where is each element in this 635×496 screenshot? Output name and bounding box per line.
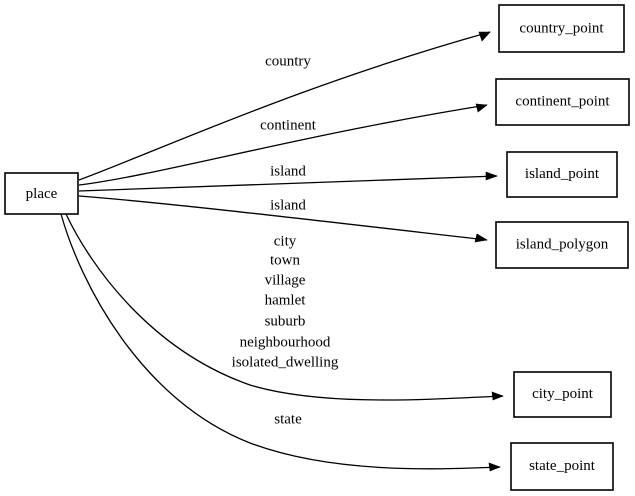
- node-country_point[interactable]: country_point: [498, 4, 625, 53]
- edge-place-continent_point[interactable]: continent: [78, 103, 488, 186]
- edge-label-state: state: [274, 411, 302, 427]
- node-place[interactable]: place: [4, 172, 79, 215]
- arrowhead-country-icon: [478, 31, 491, 42]
- arrowhead-city-icon: [491, 391, 504, 401]
- edge-label-city-line-4: suburb: [265, 313, 306, 329]
- edge-label-city-line-5: neighbourhood: [240, 334, 331, 350]
- edge-path-city: [65, 213, 504, 401]
- node-country_point-label: country_point: [519, 20, 604, 36]
- node-city_point-label: city_point: [532, 386, 594, 402]
- edge-label-continent: continent: [260, 117, 317, 133]
- node-island_point[interactable]: island_point: [506, 151, 618, 198]
- arrowhead-continent-icon: [475, 103, 488, 113]
- node-city_point-box: [513, 371, 612, 418]
- edge-label-city-line-6: isolated_dwelling: [232, 354, 339, 370]
- edge-place-country_point[interactable]: country: [78, 31, 491, 181]
- edge-path-country: [78, 31, 491, 181]
- node-city_point[interactable]: city_point: [513, 371, 612, 418]
- edge-label-city-line-2: village: [265, 272, 306, 288]
- node-island_polygon-label: island_polygon: [516, 236, 609, 252]
- node-state_point-label: state_point: [529, 458, 596, 474]
- edge-place-state_point[interactable]: state: [60, 213, 501, 472]
- edge-label-country: country: [265, 53, 311, 69]
- edge-path-continent: [78, 104, 488, 186]
- edge-label-city-line-1: town: [270, 252, 301, 268]
- edge-label-city-line-0: city: [274, 233, 297, 249]
- node-state_point-box: [510, 442, 614, 491]
- node-state_point[interactable]: state_point: [510, 442, 614, 491]
- node-island_point-label: island_point: [525, 166, 600, 182]
- node-continent_point-box: [495, 78, 630, 126]
- edge-label-island-point: island: [270, 163, 306, 179]
- edge-path-state: [60, 213, 501, 470]
- edge-place-island_point[interactable]: island: [78, 163, 498, 192]
- node-island_polygon-box: [495, 221, 629, 269]
- edge-path-island-point: [78, 175, 498, 192]
- arrowhead-island-polygon-icon: [474, 233, 488, 243]
- node-place-label: place: [26, 186, 58, 202]
- edge-place-city_point[interactable]: city town village hamlet suburb neighbou…: [65, 213, 504, 401]
- node-continent_point[interactable]: continent_point: [495, 78, 630, 126]
- edge-path-island-polygon: [78, 195, 488, 241]
- node-island_polygon[interactable]: island_polygon: [495, 221, 629, 269]
- node-place-box: [4, 172, 79, 215]
- node-country_point-box: [498, 4, 625, 53]
- edge-label-island-polygon: island: [270, 197, 306, 213]
- arrowhead-island-point-icon: [485, 171, 498, 181]
- arrowhead-state-icon: [488, 462, 501, 472]
- edge-place-island_polygon[interactable]: island: [78, 195, 488, 243]
- node-island_point-box: [506, 151, 618, 198]
- edge-label-city-line-3: hamlet: [265, 292, 307, 308]
- node-continent_point-label: continent_point: [515, 93, 610, 109]
